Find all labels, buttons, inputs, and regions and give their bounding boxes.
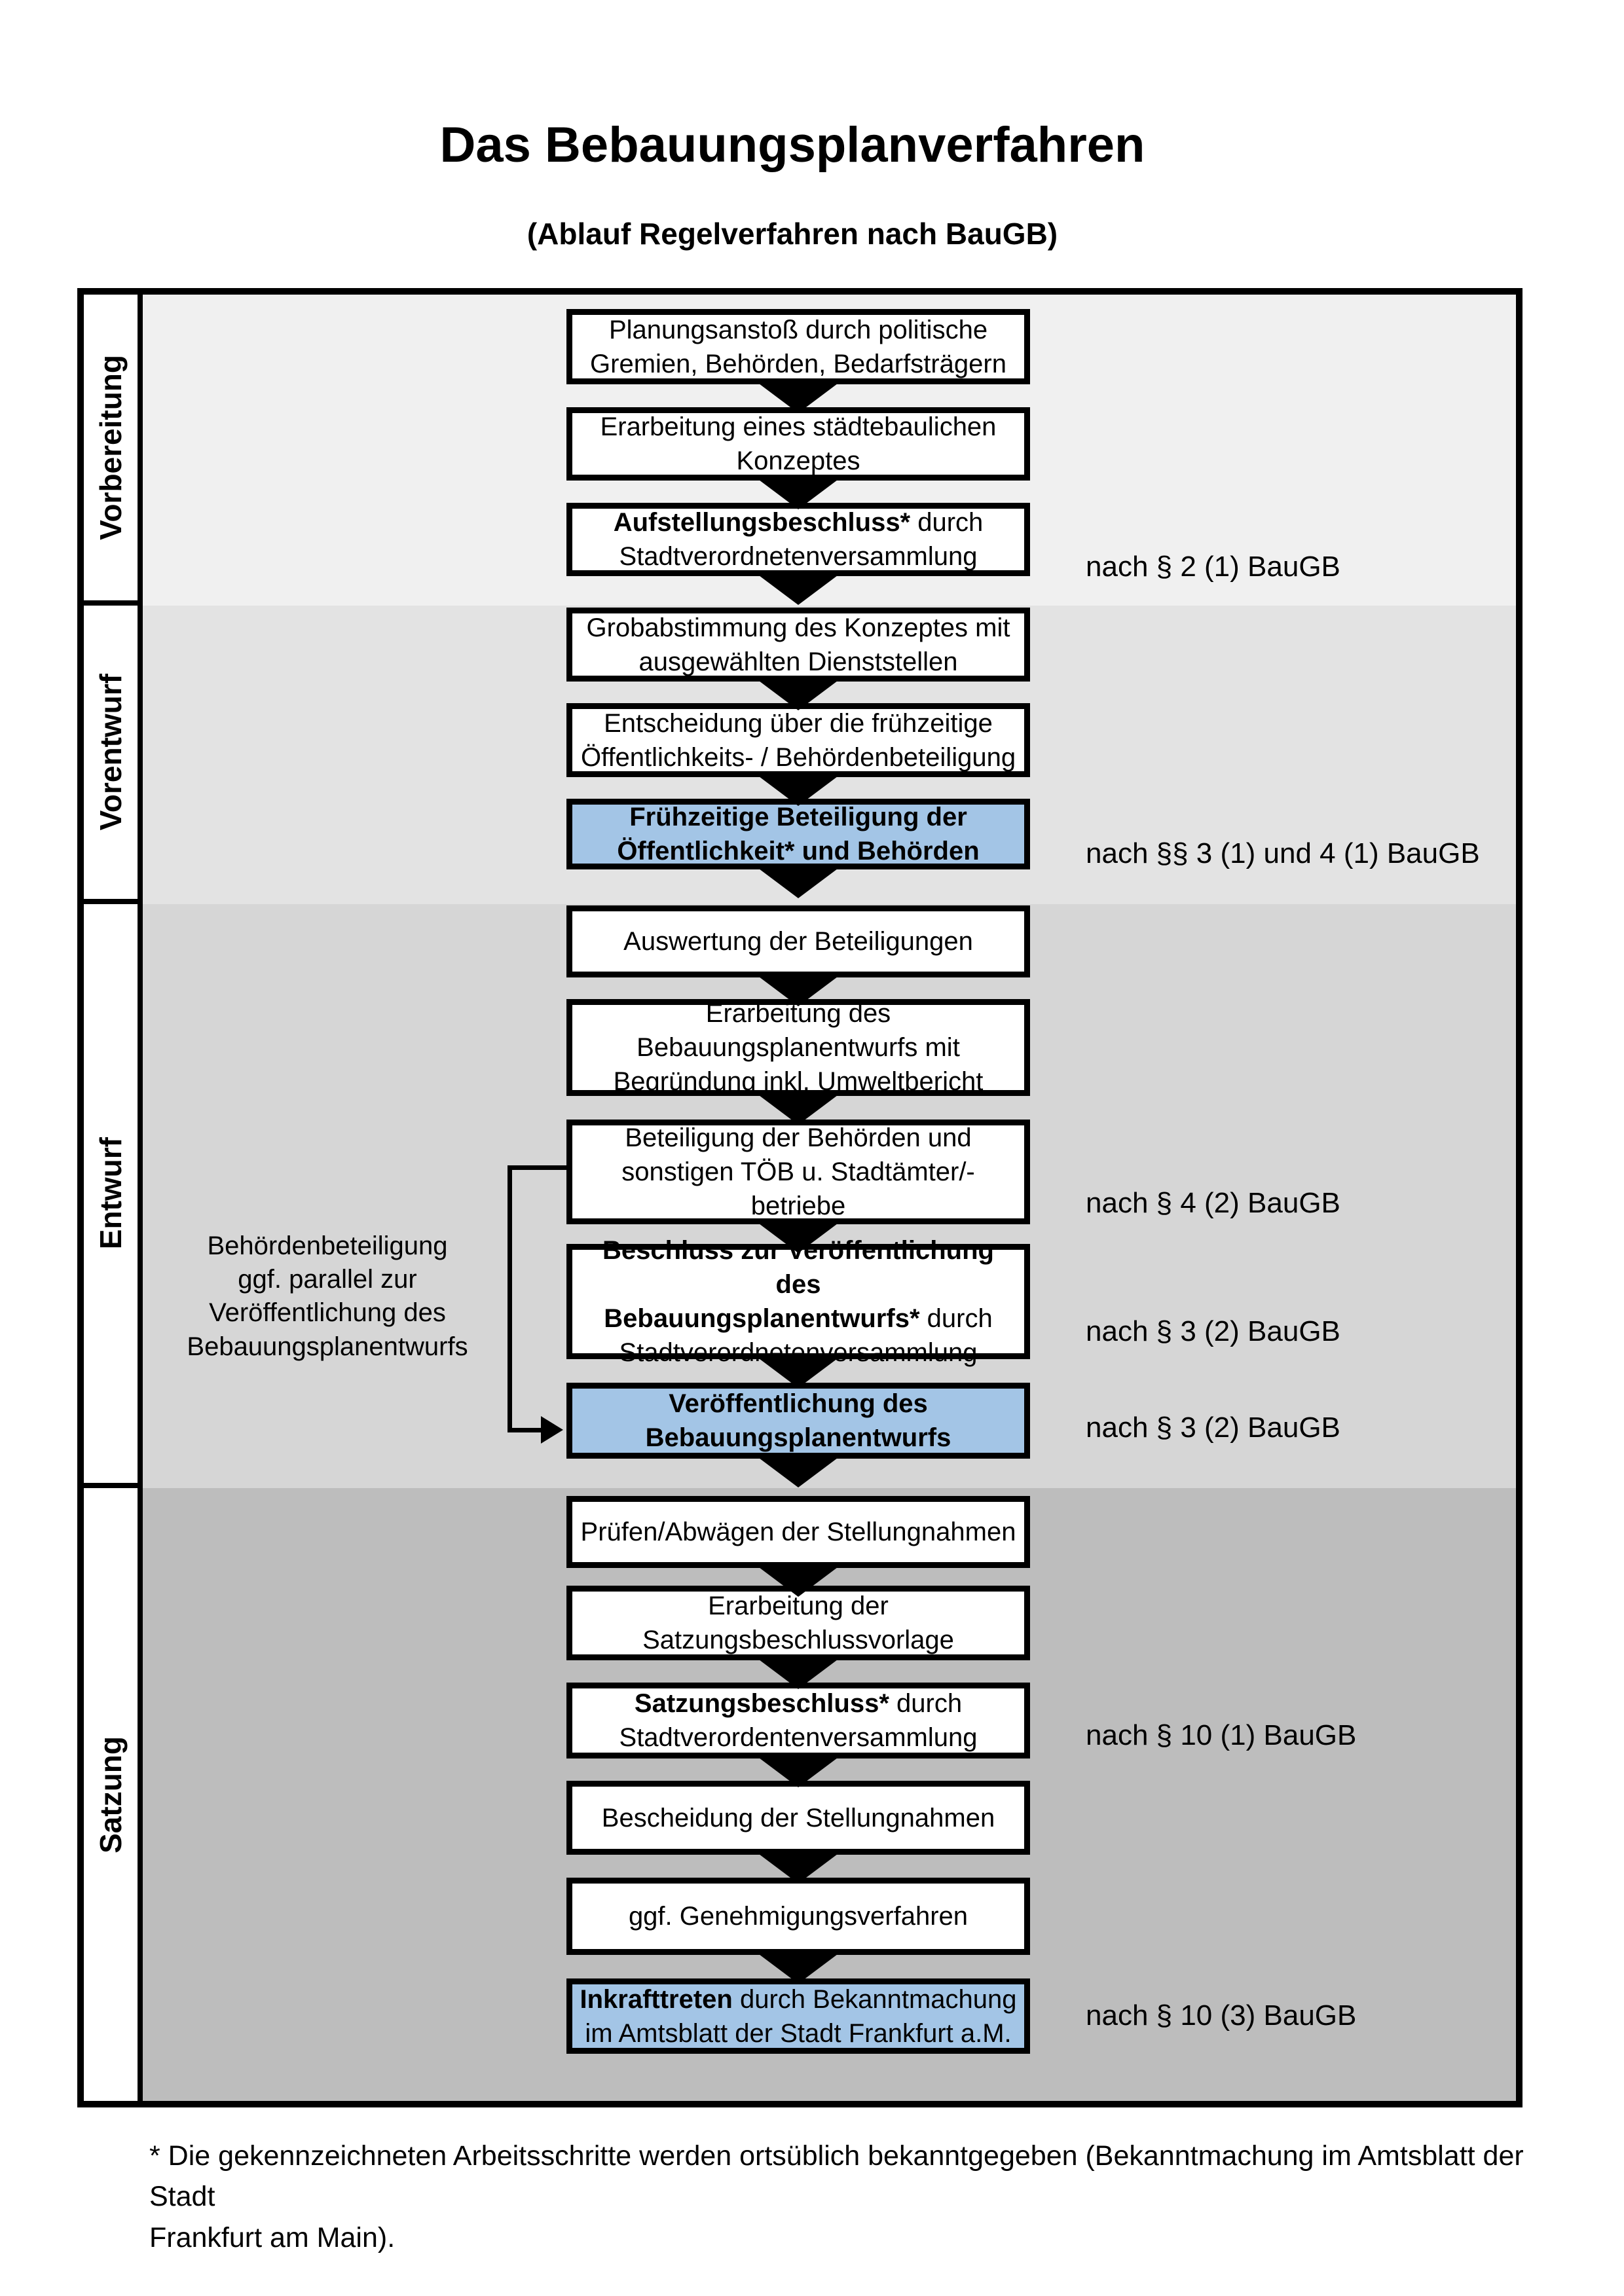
bracket-line-bottom bbox=[507, 1428, 544, 1432]
down-arrow-icon bbox=[756, 1456, 840, 1487]
flow-box-text: Beschluss zur Veröffentlichung des Bebau… bbox=[578, 1233, 1019, 1370]
down-arrow-icon bbox=[756, 382, 840, 413]
flow-box-text: Auswertung der Beteiligungen bbox=[623, 927, 973, 956]
down-arrow-icon bbox=[756, 774, 840, 806]
flow-box-beschluss-veroeffentlichung: Beschluss zur Veröffentlichung des Bebau… bbox=[566, 1236, 1030, 1367]
flow-box-text: Planungsanstoß durch politische Gremien,… bbox=[590, 315, 1006, 378]
footnote: * Die gekennzeichneten Arbeitsschritte w… bbox=[149, 2140, 1524, 2253]
flow-box-text: Erarbeitung des Bebauungsplanentwurfs mi… bbox=[613, 999, 984, 1096]
flow-box-inkrafttreten: Inkrafttreten durch Bekanntmachung im Am… bbox=[566, 1978, 1030, 2054]
down-arrow-icon bbox=[756, 1093, 840, 1125]
down-arrow-icon bbox=[756, 478, 840, 509]
flow-box-text-bold: Inkrafttreten bbox=[580, 1984, 733, 2014]
flow-box-text: Erarbeitung eines städtebaulichen Konzep… bbox=[600, 412, 997, 475]
flow-box-text-rest: durch Stadtverordnetenversammlung bbox=[619, 508, 984, 571]
legal-ref-behoerdenbeteiligung: nach § 4 (2) BauGB bbox=[1086, 1187, 1340, 1219]
phase-label-satzung: Satzung bbox=[94, 1736, 128, 1853]
phase-label-vorentwurf: Vorentwurf bbox=[94, 674, 128, 831]
legal-ref-fruehzeitige-beteiligung: nach §§ 3 (1) und 4 (1) BauGB bbox=[1086, 837, 1480, 869]
phase-label-cell: Satzung bbox=[84, 1488, 143, 2101]
flow-box-pruefen-abwaegen: Prüfen/Abwägen der Stellungnahmen bbox=[566, 1496, 1030, 1568]
flow-box-text: Erarbeitung der Satzungsbeschlussvorlage bbox=[642, 1592, 954, 1654]
bracket-line-vertical bbox=[507, 1165, 512, 1432]
phase-label-cell: Entwurf bbox=[84, 904, 143, 1488]
flow-box-text-bold: Veröffentlichung des Bebauungsplanentwur… bbox=[645, 1389, 951, 1452]
legal-ref-inkrafttreten: nach § 10 (3) BauGB bbox=[1086, 1999, 1357, 2032]
flow-box-text-rest: durch Bekanntmachung im Amtsblatt der St… bbox=[585, 1984, 1017, 2048]
phase-label-entwurf: Entwurf bbox=[94, 1137, 128, 1250]
down-arrow-icon bbox=[756, 574, 840, 605]
down-arrow-icon bbox=[756, 1565, 840, 1597]
phase-label-cell: Vorbereitung bbox=[84, 295, 143, 606]
legal-ref-beschluss-veroeffentlichung: nach § 3 (2) BauGB bbox=[1086, 1315, 1340, 1347]
flow-box-aufstellungsbeschluss: Aufstellungsbeschluss* durch Stadtverord… bbox=[566, 503, 1030, 576]
side-note-parallel-beteiligung: Behördenbeteiligung ggf. parallel zur Ve… bbox=[187, 1231, 468, 1361]
down-arrow-icon bbox=[756, 867, 840, 898]
down-arrow-icon bbox=[756, 1952, 840, 1984]
down-arrow-icon bbox=[756, 975, 840, 1006]
flow-box-staedtebauliches-konzept: Erarbeitung eines städtebaulichen Konzep… bbox=[566, 407, 1030, 481]
down-arrow-icon bbox=[756, 1852, 840, 1884]
flow-box-satzungsbeschlussvorlage: Erarbeitung der Satzungsbeschlussvorlage bbox=[566, 1586, 1030, 1660]
flow-box-text-bold: Aufstellungsbeschluss* bbox=[613, 508, 911, 537]
flow-box-text: Prüfen/Abwägen der Stellungnahmen bbox=[580, 1518, 1016, 1546]
flow-box-satzungsbeschluss: Satzungsbeschluss* durch Stadtverordente… bbox=[566, 1683, 1030, 1758]
flow-box-text: ggf. Genehmigungsverfahren bbox=[628, 1902, 969, 1931]
flow-box-bescheidung-stellungnahmen: Bescheidung der Stellungnahmen bbox=[566, 1781, 1030, 1855]
flow-box-text: Aufstellungsbeschluss* durch Stadtverord… bbox=[614, 505, 984, 574]
bracket-line-top bbox=[507, 1165, 568, 1170]
flow-box-text: Satzungsbeschluss* durch Stadtverordente… bbox=[619, 1686, 978, 1755]
phase-label-vorbereitung: Vorbereitung bbox=[94, 355, 128, 540]
flow-box-text: Beteiligung der Behörden und sonstigen T… bbox=[621, 1123, 975, 1220]
flow-box-text: Inkrafttreten durch Bekanntmachung im Am… bbox=[580, 1982, 1016, 2050]
legal-ref-aufstellungsbeschluss: nach § 2 (1) BauGB bbox=[1086, 551, 1340, 583]
flow-box-beteiligung-behoerden-toeb: Beteiligung der Behörden und sonstigen T… bbox=[566, 1120, 1030, 1224]
flow-box-genehmigungsverfahren: ggf. Genehmigungsverfahren bbox=[566, 1878, 1030, 1955]
flow-box-entscheidung-beteiligung: Entscheidung über die frühzeitige Öffent… bbox=[566, 703, 1030, 777]
flow-box-planungsanstoss: Planungsanstoß durch politische Gremien,… bbox=[566, 309, 1030, 384]
flow-box-veroeffentlichung-entwurf: Veröffentlichung des Bebauungsplanentwur… bbox=[566, 1383, 1030, 1459]
legal-ref-satzungsbeschluss: nach § 10 (1) BauGB bbox=[1086, 1719, 1357, 1751]
flow-box-text: Grobabstimmung des Konzeptes mit ausgewä… bbox=[586, 613, 1010, 676]
flow-box-text-bold: Frühzeitige Beteiligung der Öffentlichke… bbox=[617, 803, 980, 866]
down-arrow-icon bbox=[756, 1222, 840, 1253]
flow-box-auswertung-beteiligungen: Auswertung der Beteiligungen bbox=[566, 905, 1030, 977]
legal-ref-veroeffentlichung: nach § 3 (2) BauGB bbox=[1086, 1412, 1340, 1444]
flow-box-text-rest: durch Stadtverordentenversammlung bbox=[619, 1689, 978, 1752]
flow-box-text: Entscheidung über die frühzeitige Öffent… bbox=[580, 708, 1016, 772]
page-title: Das Bebauungsplanverfahren bbox=[439, 117, 1145, 173]
flow-box-fruehzeitige-beteiligung: Frühzeitige Beteiligung der Öffentlichke… bbox=[566, 799, 1030, 869]
bracket-arrow-right-icon bbox=[541, 1416, 563, 1444]
flow-box-erarbeitung-entwurf: Erarbeitung des Bebauungsplanentwurfs mi… bbox=[566, 999, 1030, 1096]
flow-box-text: Bescheidung der Stellungnahmen bbox=[601, 1803, 995, 1832]
down-arrow-icon bbox=[756, 1357, 840, 1388]
flow-box-text-bold: Satzungsbeschluss* bbox=[634, 1689, 889, 1718]
down-arrow-icon bbox=[756, 1756, 840, 1787]
flow-box-grobabstimmung: Grobabstimmung des Konzeptes mit ausgewä… bbox=[566, 608, 1030, 682]
phase-label-cell: Vorentwurf bbox=[84, 606, 143, 904]
down-arrow-icon bbox=[756, 679, 840, 710]
page-subtitle: (Ablauf Regelverfahren nach BauGB) bbox=[526, 217, 1058, 251]
down-arrow-icon bbox=[756, 1658, 840, 1689]
